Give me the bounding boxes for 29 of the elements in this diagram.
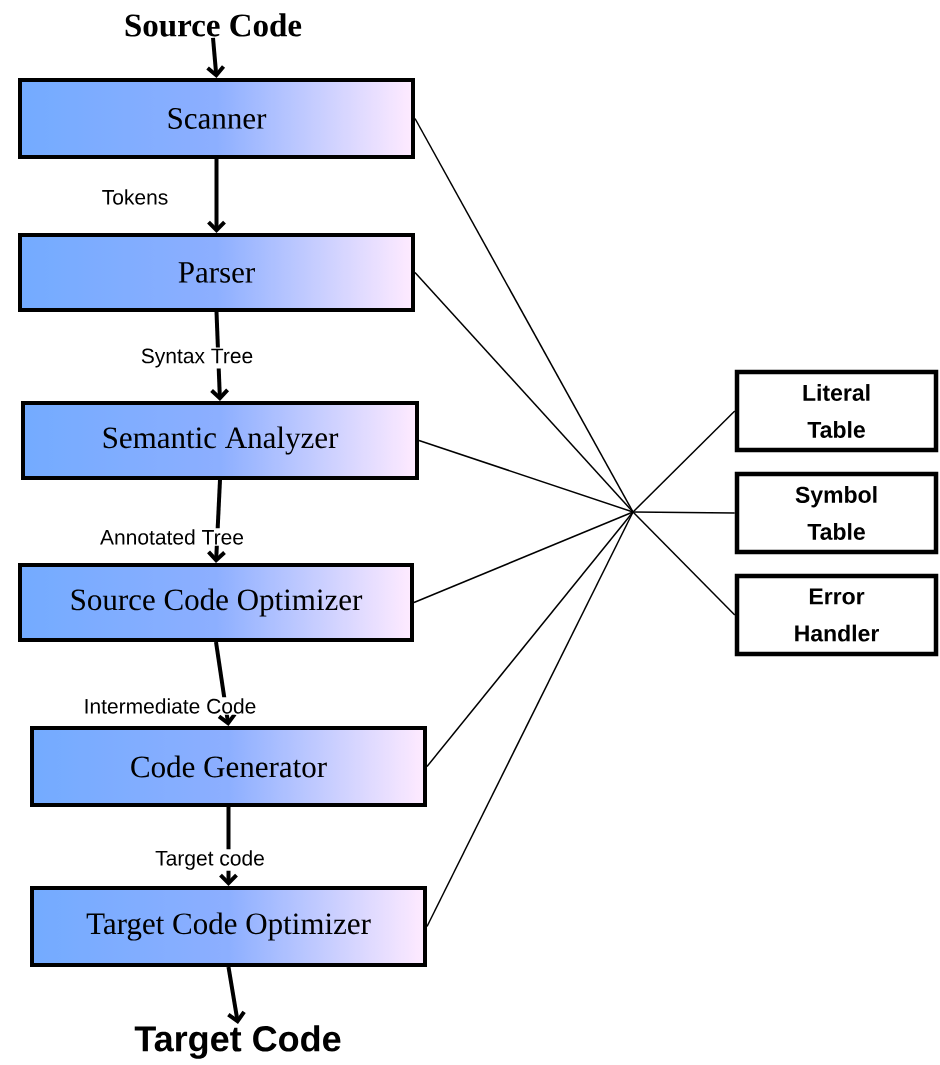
edge-label: Annotated Tree — [99, 528, 245, 546]
table-box: Error Handler — [734, 573, 939, 657]
edge-label: Intermediate Code — [82, 697, 258, 715]
connector-line — [632, 511, 736, 514]
process-box: Source Code Optimizer — [18, 563, 414, 642]
edge-label: Syntax Tree — [139, 347, 255, 369]
connector-line — [632, 511, 736, 616]
table-box: Literal Table — [734, 369, 939, 453]
process-box: Parser — [18, 233, 415, 312]
connector-line — [414, 271, 634, 513]
process-box: Semantic Analyzer — [21, 401, 419, 480]
edge-label: Tokens — [100, 188, 170, 206]
connector-line — [632, 410, 736, 513]
edge-label: Target code — [154, 849, 266, 871]
process-box: Scanner — [18, 78, 415, 159]
arrow — [206, 37, 226, 78]
arrow — [207, 159, 226, 233]
process-box: Target Code Optimizer — [30, 886, 427, 967]
connector-line — [426, 511, 634, 768]
terminal-label: Target Code — [134, 1025, 341, 1059]
connector-line — [413, 511, 634, 604]
arrow — [226, 966, 246, 1024]
terminal-label: Source Code — [125, 13, 302, 37]
table-box: Symbol Table — [734, 471, 939, 555]
arrow — [214, 641, 237, 726]
connector-line — [418, 439, 634, 513]
arrow — [207, 479, 226, 563]
connector-line — [426, 511, 634, 928]
process-box: Code Generator — [30, 726, 427, 807]
